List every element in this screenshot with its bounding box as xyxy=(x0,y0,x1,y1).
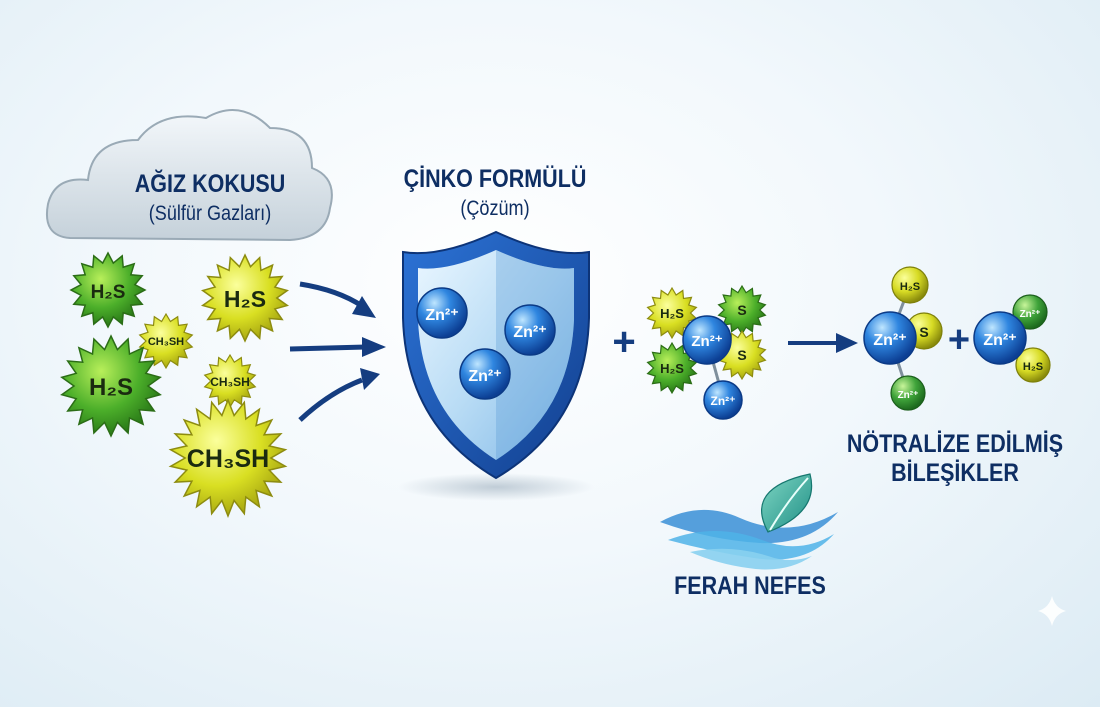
h2s-label: H₂S xyxy=(900,281,920,293)
leaf-icon xyxy=(761,473,813,533)
problem-block: AĞIZ KOKUSU (Sülfür Gazları) xyxy=(107,170,313,228)
ch3sh-molecule: CH₃SH xyxy=(138,312,194,370)
arrow-icon xyxy=(788,333,858,353)
zinc-ball: Zn²⁺ xyxy=(1012,294,1048,330)
h2s-molecule: H₂S xyxy=(60,334,162,438)
problem-subtitle: (Sülfür Gazları) xyxy=(148,202,272,225)
zinc-ion: Zn²⁺ xyxy=(703,380,743,420)
ch3sh-label: CH₃SH xyxy=(148,336,184,348)
solution-subtitle: (Çözüm) xyxy=(460,197,530,220)
zn-label: Zn²⁺ xyxy=(425,307,458,324)
h2s-molecule: H₂S xyxy=(646,286,698,340)
plus-sign: + xyxy=(948,319,970,361)
h2s-label: H₂S xyxy=(91,282,126,303)
zinc-ion: Zn²⁺ xyxy=(504,304,556,356)
s-label: S xyxy=(737,302,746,318)
ch3sh-molecule: CH₃SH xyxy=(203,353,257,409)
zinc-ball: Zn²⁺ xyxy=(890,375,926,411)
h2s-label: H₂S xyxy=(660,306,684,321)
result-block: NÖTRALİZE EDİLMİŞ BİLEŞİKLER xyxy=(839,430,1071,488)
zinc-ion: Zn²⁺ xyxy=(682,315,732,365)
benefit-block: FERAH NEFES xyxy=(655,572,844,601)
h2s-ball: H₂S xyxy=(891,266,929,304)
zn-label: Zn²⁺ xyxy=(711,394,736,408)
zn-label: Zn²⁺ xyxy=(983,332,1016,349)
h2s-label: H₂S xyxy=(224,286,266,312)
solution-block: ÇİNKO FORMÜLÜ (Çözüm) xyxy=(379,165,611,223)
zinc-ion: Zn²⁺ xyxy=(459,348,511,400)
zn-label: Zn²⁺ xyxy=(1020,309,1041,320)
h2s-label: H₂S xyxy=(660,361,684,376)
zinc-ion: Zn²⁺ xyxy=(416,287,468,339)
gas-molecules: H₂S H₂S CH₃SH H₂S CH₃SH CH₃SH xyxy=(60,251,290,519)
h2s-ball: H₂S xyxy=(1015,347,1051,383)
s-label: S xyxy=(737,347,746,363)
cloud-icon xyxy=(46,109,333,242)
reaction-cluster: H₂S S H₂S S Zn²⁺ Zn²⁺ xyxy=(646,284,767,420)
zn-label: Zn²⁺ xyxy=(873,332,906,349)
zn-label: Zn²⁺ xyxy=(691,333,722,350)
zn-label: Zn²⁺ xyxy=(898,390,919,401)
neutralized-compound-2: Zn²⁺ H₂S Zn²⁺ xyxy=(973,294,1051,383)
wave-icon xyxy=(660,509,838,570)
shield-shadow xyxy=(398,473,594,501)
input-arrows xyxy=(289,281,386,422)
zinc-ion: Zn²⁺ xyxy=(863,311,917,365)
problem-title: AĞIZ KOKUSU xyxy=(134,170,286,198)
h2s-molecule: H₂S xyxy=(69,251,147,329)
solution-title: ÇİNKO FORMÜLÜ xyxy=(403,165,587,193)
result-title-line1: NÖTRALİZE EDİLMİŞ xyxy=(846,430,1064,458)
ch3sh-label: CH₃SH xyxy=(187,445,269,473)
ch3sh-molecule: CH₃SH xyxy=(168,397,288,519)
arrow-icon xyxy=(298,368,380,422)
result-title-line2: BİLEŞİKLER xyxy=(891,459,1019,487)
sparkle-icon xyxy=(1038,596,1066,626)
h2s-label: H₂S xyxy=(89,374,133,401)
neutralized-compound-1: H₂S S Zn²⁺ Zn²⁺ xyxy=(863,266,943,411)
zinc-ions-in-shield: Zn²⁺ Zn²⁺ Zn²⁺ xyxy=(416,287,556,400)
zinc-ion: Zn²⁺ xyxy=(973,311,1027,365)
arrow-icon xyxy=(299,281,376,318)
h2s-label: H₂S xyxy=(1023,361,1043,373)
s-label: S xyxy=(919,324,928,340)
benefit-title: FERAH NEFES xyxy=(674,572,826,600)
zn-label: Zn²⁺ xyxy=(468,368,501,385)
arrow-icon xyxy=(289,337,386,357)
plus-sign: + xyxy=(612,320,635,364)
zn-label: Zn²⁺ xyxy=(513,324,546,341)
ch3sh-label: CH₃SH xyxy=(210,375,250,389)
h2s-molecule: H₂S xyxy=(200,253,290,343)
